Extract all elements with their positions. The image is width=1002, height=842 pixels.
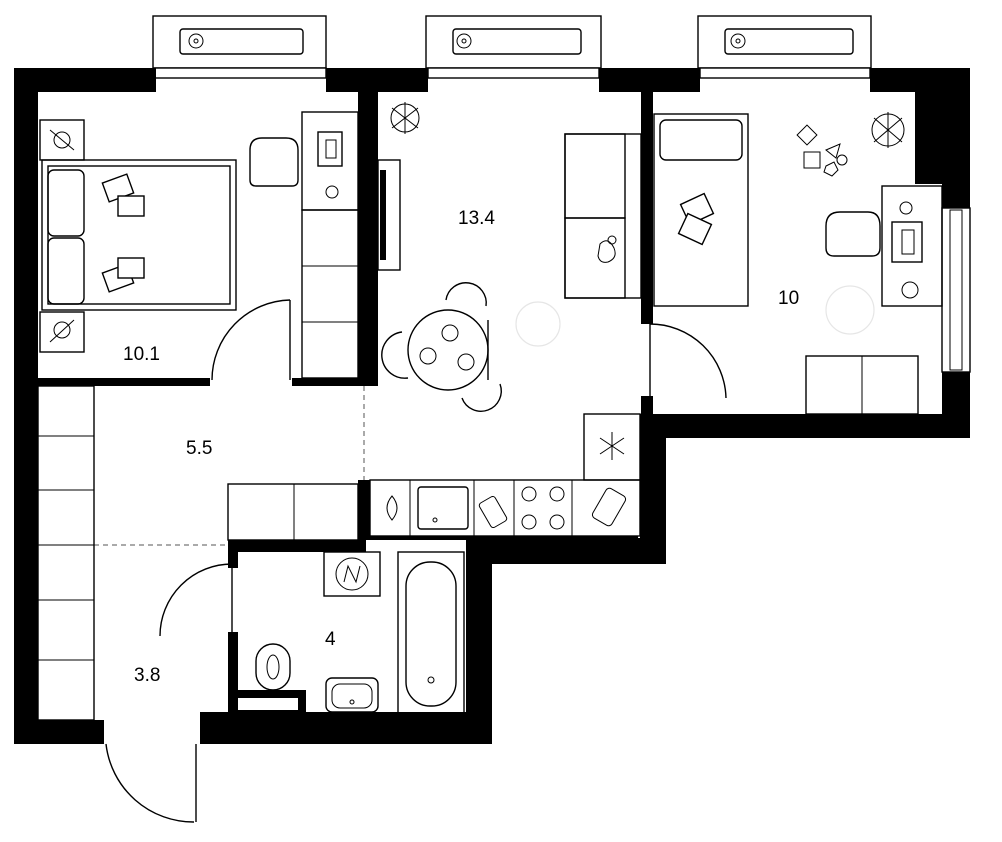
ac-unit-left — [152, 15, 327, 79]
walls — [14, 68, 970, 744]
living-kitchen — [369, 102, 727, 537]
desk — [301, 111, 359, 211]
stove-burner-icon — [521, 486, 565, 530]
sofa — [564, 133, 642, 299]
dining-table — [381, 282, 502, 412]
bedroom-2 — [653, 112, 943, 415]
room-area-living-kitchen: 13.4 — [458, 208, 495, 229]
tv-unit — [377, 159, 401, 271]
door-living — [649, 323, 727, 399]
boiler-icon — [323, 551, 381, 597]
entrance-door — [105, 743, 197, 823]
room-area-entrance-hall: 3.8 — [134, 665, 160, 686]
room-area-bedroom-2: 10 — [778, 288, 799, 309]
room-area-bathroom: 4 — [325, 629, 336, 650]
sink-icon — [417, 486, 469, 530]
wardrobe — [805, 355, 919, 415]
bathtub-icon — [397, 551, 465, 715]
ac-unit-right — [697, 15, 872, 79]
room-area-corridor: 5.5 — [186, 438, 212, 459]
desk — [881, 185, 943, 307]
window-right — [941, 207, 971, 373]
hall-cabinet — [227, 483, 359, 541]
door-bedroom-1 — [211, 299, 291, 381]
toilet-icon — [255, 643, 291, 691]
bedroom-1 — [39, 111, 359, 381]
snowflake-icon — [599, 432, 625, 460]
fan-icon — [730, 33, 746, 49]
room-area-bedroom-1: 10.1 — [123, 344, 160, 365]
double-bed — [41, 159, 237, 311]
cat-icon — [597, 235, 617, 263]
fridge — [583, 413, 641, 481]
ac-unit-middle — [425, 15, 602, 79]
fan-icon — [188, 33, 204, 49]
corridor — [37, 385, 359, 823]
fan-icon — [456, 33, 472, 49]
door-bathroom — [159, 563, 233, 637]
sink-icon — [325, 677, 379, 713]
toys-icon — [796, 124, 848, 177]
bathroom — [255, 551, 465, 715]
office-chair — [249, 137, 299, 187]
plant-icon — [390, 102, 420, 134]
wardrobe — [301, 209, 359, 379]
plant-icon — [871, 112, 905, 148]
hall-wardrobe — [37, 385, 95, 721]
office-chair — [825, 211, 881, 257]
nightstand-bottom — [39, 311, 85, 353]
single-bed — [653, 113, 749, 307]
kitchen-counter — [369, 479, 641, 537]
nightstand-top — [39, 119, 85, 161]
pillow-icon — [101, 173, 145, 293]
